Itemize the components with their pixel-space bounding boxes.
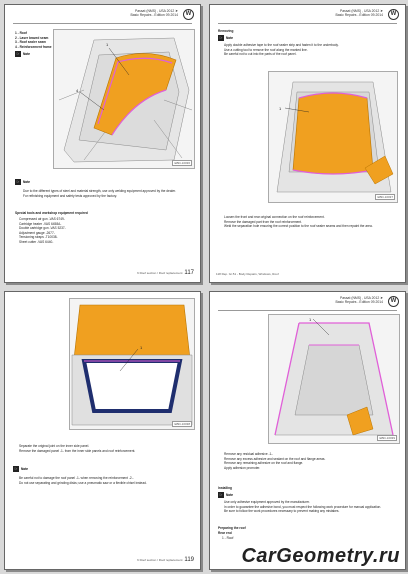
note-heading: ☞Note xyxy=(13,466,29,472)
site-watermark: CarGeometry.ru xyxy=(241,545,400,567)
body-shell-illustration: 1 xyxy=(274,317,394,436)
svg-text:1: 1 xyxy=(309,317,312,322)
notes-list: Be careful not to damage the roof panel … xyxy=(19,476,147,485)
note-hand-icon: ☞ xyxy=(218,35,224,41)
legend-list: 1 - Roof 2 - Laser brazed seam 3 - Roof … xyxy=(15,31,52,49)
section-title: Installing xyxy=(218,486,232,490)
manual-page-117: Passat (NMS) , USA 2012 ➤ Basic Repairs … xyxy=(4,4,201,283)
steps-list: Separate the original joint on the inner… xyxy=(19,444,136,453)
note-hand-icon: ☞ xyxy=(13,466,19,472)
body-shell-figure: 1 EBD-10039 xyxy=(268,314,400,444)
roof-cut-illustration: 1 xyxy=(276,81,394,193)
section-title: Removing xyxy=(218,29,234,33)
svg-text:1: 1 xyxy=(140,345,143,350)
figure-id: EBD-10038 xyxy=(172,421,192,427)
page-header: Passat (NMS) , USA 2012 ➤ Basic Repairs … xyxy=(335,9,384,18)
svg-text:1: 1 xyxy=(279,106,282,111)
vw-logo-icon: W xyxy=(388,9,399,20)
page-footer: 118 Rep. Gr.51 - Body Repairs, Windows, … xyxy=(216,272,279,276)
manual-page-118: Passat (NMS) , USA 2012 ➤ Basic Repairs … xyxy=(209,4,406,283)
page-number: 119 xyxy=(184,557,194,563)
manual-page-119: 1 EBD-10038 Separate the original joint … xyxy=(4,291,201,570)
notes-list: Apply double adhesive tape to the roof s… xyxy=(224,43,339,57)
page-header: Passat (NMS) , USA 2012 ➤ Basic Repairs … xyxy=(335,296,384,305)
vw-logo-icon: W xyxy=(183,9,194,20)
note-heading: ☞Note xyxy=(218,35,234,41)
header-divider xyxy=(218,23,397,24)
note-hand-icon: ☞ xyxy=(15,51,21,57)
note-heading: ☞Note xyxy=(15,179,31,185)
note-hand-icon: ☞ xyxy=(218,492,224,498)
steps-list: Remove any residual adhesive -1-. Remove… xyxy=(224,452,326,470)
header-divider xyxy=(218,310,397,311)
steps-list: Loosen the front and rear original conne… xyxy=(224,215,373,229)
spec-heading: Special tools and workshop equipment req… xyxy=(15,211,88,215)
spec-list: Compressed air gun -VAS 6749- Cartridge … xyxy=(19,217,66,244)
header-divider xyxy=(13,23,192,24)
figure-id: EBD-10036 xyxy=(172,160,192,166)
page-header: Passat (NMS) , USA 2012 ➤ Basic Repairs … xyxy=(130,9,179,18)
note-heading: ☞Note xyxy=(15,51,31,57)
svg-text:4: 4 xyxy=(76,88,79,93)
figure-id: EBD-10039 xyxy=(377,435,397,441)
svg-text:1: 1 xyxy=(106,42,109,47)
roof-illustration: 14 xyxy=(58,37,193,163)
page-number: 117 xyxy=(184,270,194,276)
roof-cut-figure: 1 EBD-10037 xyxy=(268,71,398,203)
notes-list: Use only adhesive equipment approved by … xyxy=(224,500,382,514)
figure-id: EBD-10037 xyxy=(375,194,395,200)
note-heading: ☞Note xyxy=(218,492,234,498)
notes-list: Due to the different types of steel and … xyxy=(23,189,176,198)
vw-logo-icon: W xyxy=(388,296,399,307)
prep-heading: Preparing the roof xyxy=(218,526,246,530)
prep-subheading: Rear end xyxy=(218,531,232,535)
manual-page-120: Passat (NMS) , USA 2012 ➤ Basic Repairs … xyxy=(209,291,406,570)
roof-inner-figure: 1 EBD-10038 xyxy=(69,298,195,430)
prep-item: 1 - Roof xyxy=(222,536,234,540)
roof-inner-illustration: 1 xyxy=(71,304,193,426)
note-hand-icon: ☞ xyxy=(15,179,21,185)
